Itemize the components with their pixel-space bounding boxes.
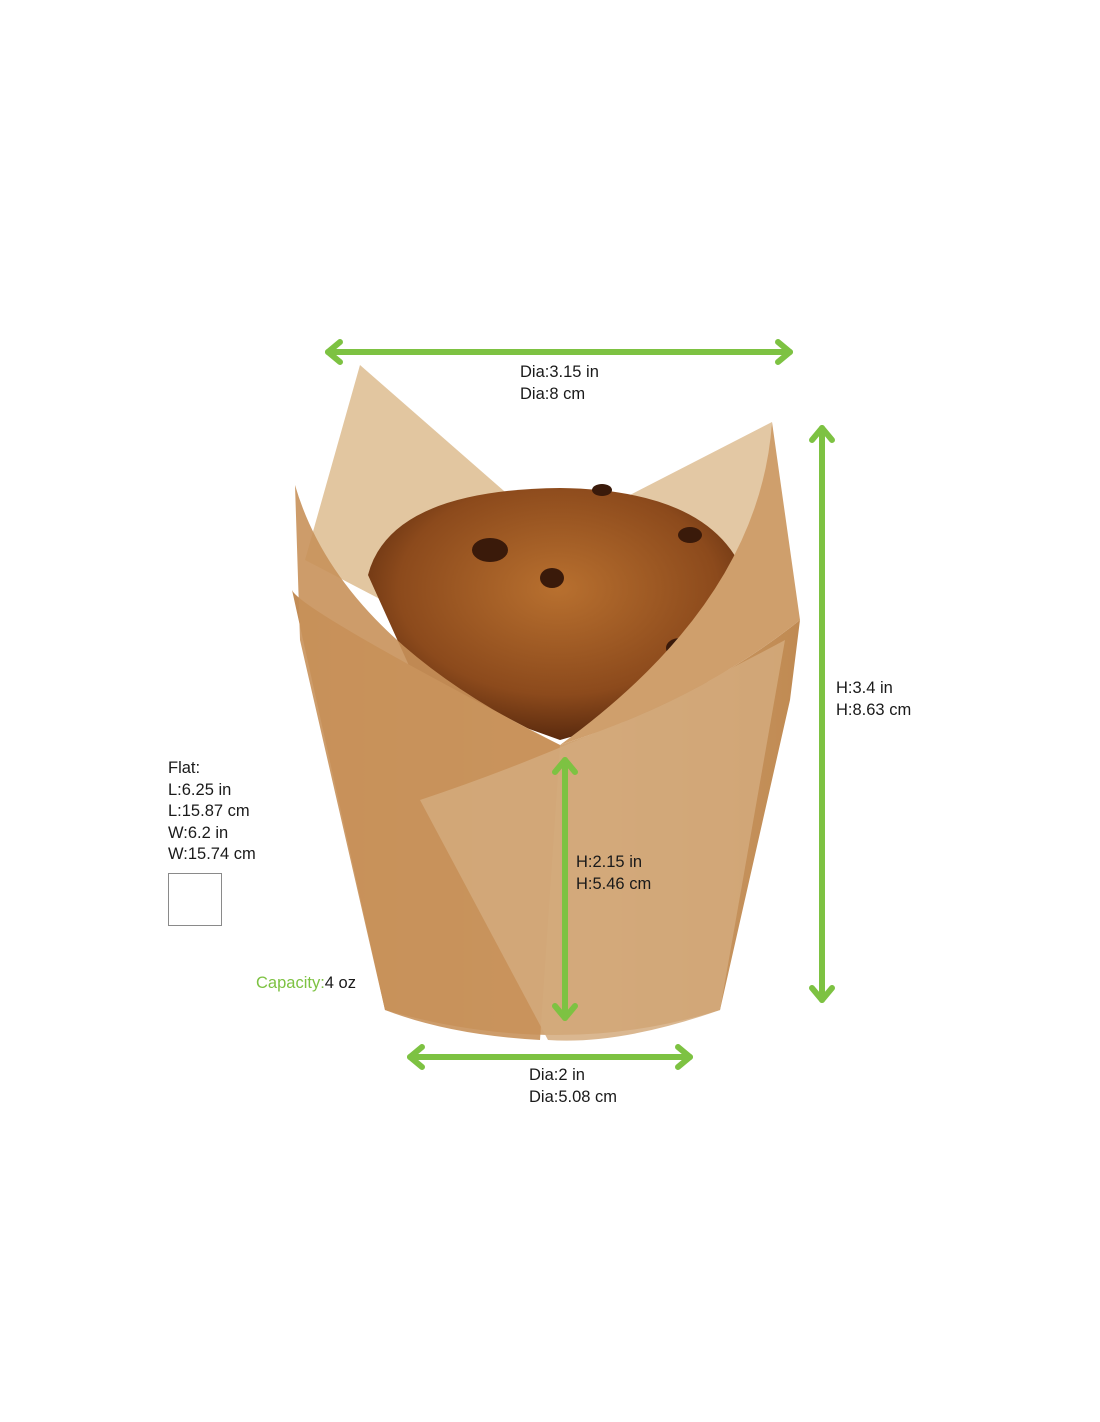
bottom-diameter-cm: Dia:5.08 cm (529, 1087, 618, 1106)
capacity-value: 4 oz (324, 974, 356, 992)
total-height-arrow (809, 425, 835, 1003)
flat-dimensions: Flat: L:6.25 in L:15.87 cm W:6.2 in W:15… (168, 758, 256, 866)
total-height-label: H:3.4 in H:8.63 cm (836, 678, 911, 721)
base-height-label: H:2.15 in H:5.46 cm (576, 852, 651, 895)
top-diameter-label: Dia:3.15 in Dia:8 cm (520, 362, 599, 405)
flat-shape-icon (168, 873, 222, 926)
bottom-diameter-label: Dia:2 in Dia:5.08 cm (529, 1065, 617, 1108)
base-height-in: H:2.15 in (576, 853, 643, 871)
top-diameter-arrow (325, 339, 793, 365)
top-diameter-cm: Dia:8 cm (520, 384, 586, 403)
capacity-title: Capacity: (256, 974, 325, 992)
total-height-cm: H:8.63 cm (836, 700, 912, 719)
flat-width-cm: W:15.74 cm (168, 845, 256, 863)
flat-width-in: W:6.2 in (168, 823, 229, 842)
base-height-cm: H:5.46 cm (576, 874, 652, 893)
base-height-arrow (552, 757, 578, 1021)
dimension-arrows (325, 339, 835, 1070)
capacity-label: Capacity:4 oz (256, 973, 356, 995)
flat-length-cm: L:15.87 cm (168, 802, 250, 820)
bottom-diameter-arrow (407, 1044, 693, 1070)
flat-title: Flat: (168, 759, 201, 777)
bottom-diameter-in: Dia:2 in (529, 1066, 585, 1084)
top-diameter-in: Dia:3.15 in (520, 363, 599, 381)
total-height-in: H:3.4 in (836, 679, 893, 697)
muffin-tulip-cup (292, 365, 800, 1041)
flat-length-in: L:6.25 in (168, 780, 232, 799)
